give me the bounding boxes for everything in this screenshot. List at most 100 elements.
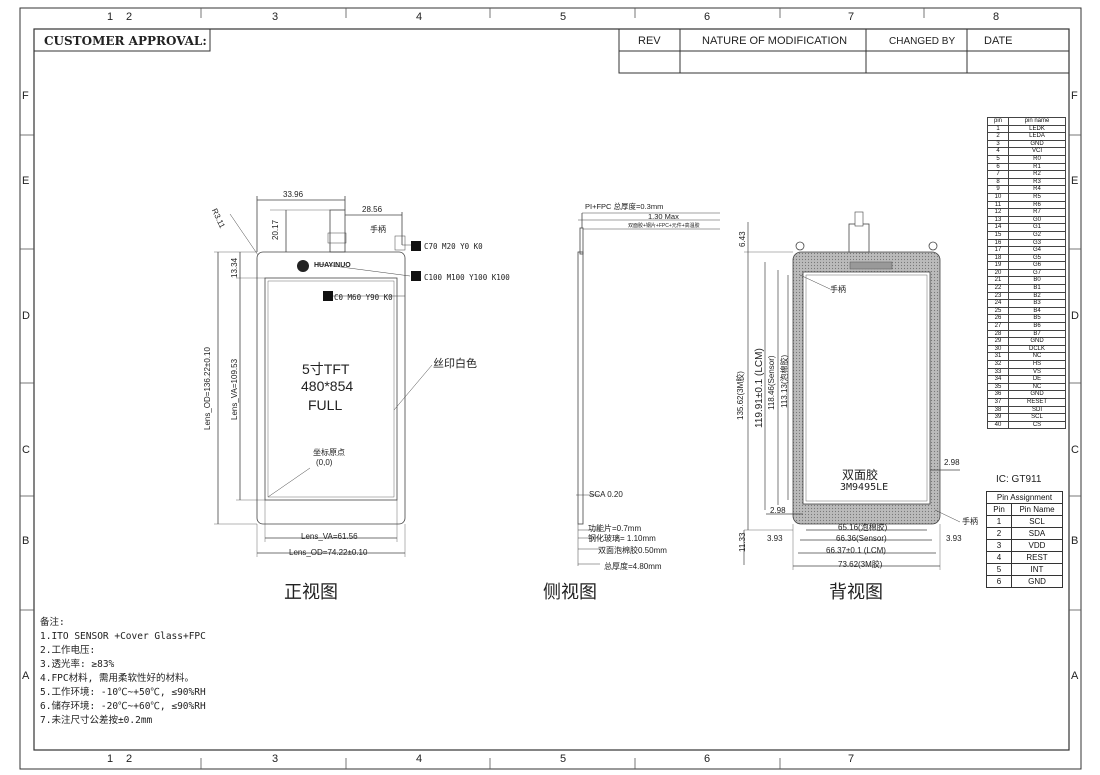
row-label-right-A: A — [1071, 670, 1079, 682]
pin-number: 16 — [987, 238, 1009, 248]
foam-label: 双面泡棉胶0.50mm — [598, 546, 667, 555]
pin-name: G1 — [1008, 223, 1066, 232]
pin-number: 39 — [987, 413, 1009, 422]
dim-118-46: 118.46(Sensor) — [767, 355, 776, 410]
pin-number: 23 — [987, 291, 1009, 301]
col-label-top-4: 4 — [416, 11, 423, 23]
pin-number: 40 — [987, 420, 1009, 430]
customer-approval-label: CUSTOMER APPROVAL: — [44, 34, 207, 48]
col-label-top-5: 5 — [560, 11, 567, 23]
side-view-caption: 侧视图 — [543, 582, 597, 602]
dim-1-30-max: 1.30 Max — [648, 212, 679, 221]
pin-name: GND — [1008, 390, 1066, 399]
dim-113-13: 113.13(泡棉胶) — [780, 354, 789, 408]
color-c70-label: C70 M20 Y0 K0 — [424, 242, 483, 251]
row-label-right-C: C — [1071, 444, 1079, 456]
pin-name: G6 — [1008, 261, 1066, 270]
pin-number: 36 — [987, 390, 1009, 399]
row-label-left-D: D — [22, 310, 30, 322]
pin-assignment-title-row: Pin Assignment — [986, 491, 1063, 504]
pin-name-header: pin name — [1008, 117, 1066, 126]
pin-number: 5 — [987, 154, 1009, 164]
col-label-bottom-1: 1 — [107, 753, 114, 765]
pa-name: GND — [1011, 575, 1063, 588]
pin-name: R3 — [1008, 177, 1066, 187]
handle-label-back-top: 手柄 — [830, 285, 846, 294]
col-label-top-6: 6 — [704, 11, 711, 23]
product-line-2: 480*854 — [301, 378, 354, 394]
col-label-bottom-4: 4 — [416, 753, 423, 765]
color-c0-label: C0 M60 Y90 K0 — [334, 293, 393, 302]
pin-number: 38 — [987, 405, 1009, 415]
pin-name: G2 — [1008, 230, 1066, 240]
pin-name: G4 — [1008, 246, 1066, 255]
pin-name: G3 — [1008, 238, 1066, 248]
pa-pin-header: Pin — [986, 503, 1012, 516]
col-label-bottom-6: 6 — [704, 753, 711, 765]
col-label-top-8: 8 — [993, 11, 1000, 23]
pin-name: R5 — [1008, 192, 1066, 202]
note-line-3: 3.透光率: ≥83% — [40, 659, 115, 670]
col-label-bottom-2: 2 — [126, 753, 133, 765]
pin-name: R6 — [1008, 200, 1066, 210]
note-line-5: 5.工作环境: -10℃~+50℃, ≤90%RH — [40, 687, 206, 698]
pin-number: 20 — [987, 268, 1009, 278]
pin-name: HS — [1008, 360, 1066, 369]
pa-pin: 5 — [986, 563, 1012, 576]
col-label-bottom-3: 3 — [272, 753, 279, 765]
tape-part-number: 3M9495LE — [840, 482, 889, 493]
front-view-caption: 正视图 — [284, 582, 338, 602]
dim-2-98-left: 2.98 — [770, 506, 786, 515]
pin-number: 15 — [987, 230, 1009, 240]
col-label-top-3: 3 — [272, 11, 279, 23]
pin-number: 25 — [987, 306, 1009, 316]
pin-number: 18 — [987, 253, 1009, 263]
pin-name: VS — [1008, 367, 1066, 377]
origin-coord: (0,0) — [316, 458, 333, 467]
pin-number: 6 — [987, 162, 1009, 172]
pin-number: 8 — [987, 177, 1009, 187]
pin-name: LEDA — [1008, 132, 1066, 141]
total-thickness-label: 总厚度=4.80mm — [604, 562, 662, 571]
color-swatch-c70 — [411, 241, 421, 251]
note-line-7: 7.未注尺寸公差按±0.2mm — [40, 715, 153, 726]
pin-name: NC — [1008, 382, 1066, 392]
pa-pin: 6 — [986, 575, 1012, 588]
col-label-bottom-7: 7 — [848, 753, 855, 765]
pa-pin: 3 — [986, 539, 1012, 552]
row-label-left-B: B — [22, 535, 30, 547]
pin-name: R0 — [1008, 154, 1066, 164]
note-line-1: 1.ITO SENSOR +Cover Glass+FPC — [40, 631, 206, 642]
width-66-37: 66.37±0.1 (LCM) — [826, 546, 886, 555]
pin-number: 34 — [987, 375, 1009, 384]
dim-33-96: 33.96 — [283, 190, 304, 199]
logo-text: HUAYINUO — [314, 262, 351, 269]
pin-number: 1 — [987, 124, 1009, 134]
pin-number: 22 — [987, 284, 1009, 293]
nature-of-modification-header: NATURE OF MODIFICATION — [702, 35, 848, 47]
col-label-bottom-5: 5 — [560, 753, 567, 765]
col-label-top-7: 7 — [848, 11, 855, 23]
changed-by-header: CHANGED BY — [889, 36, 956, 47]
pa-pin: 4 — [986, 551, 1012, 564]
